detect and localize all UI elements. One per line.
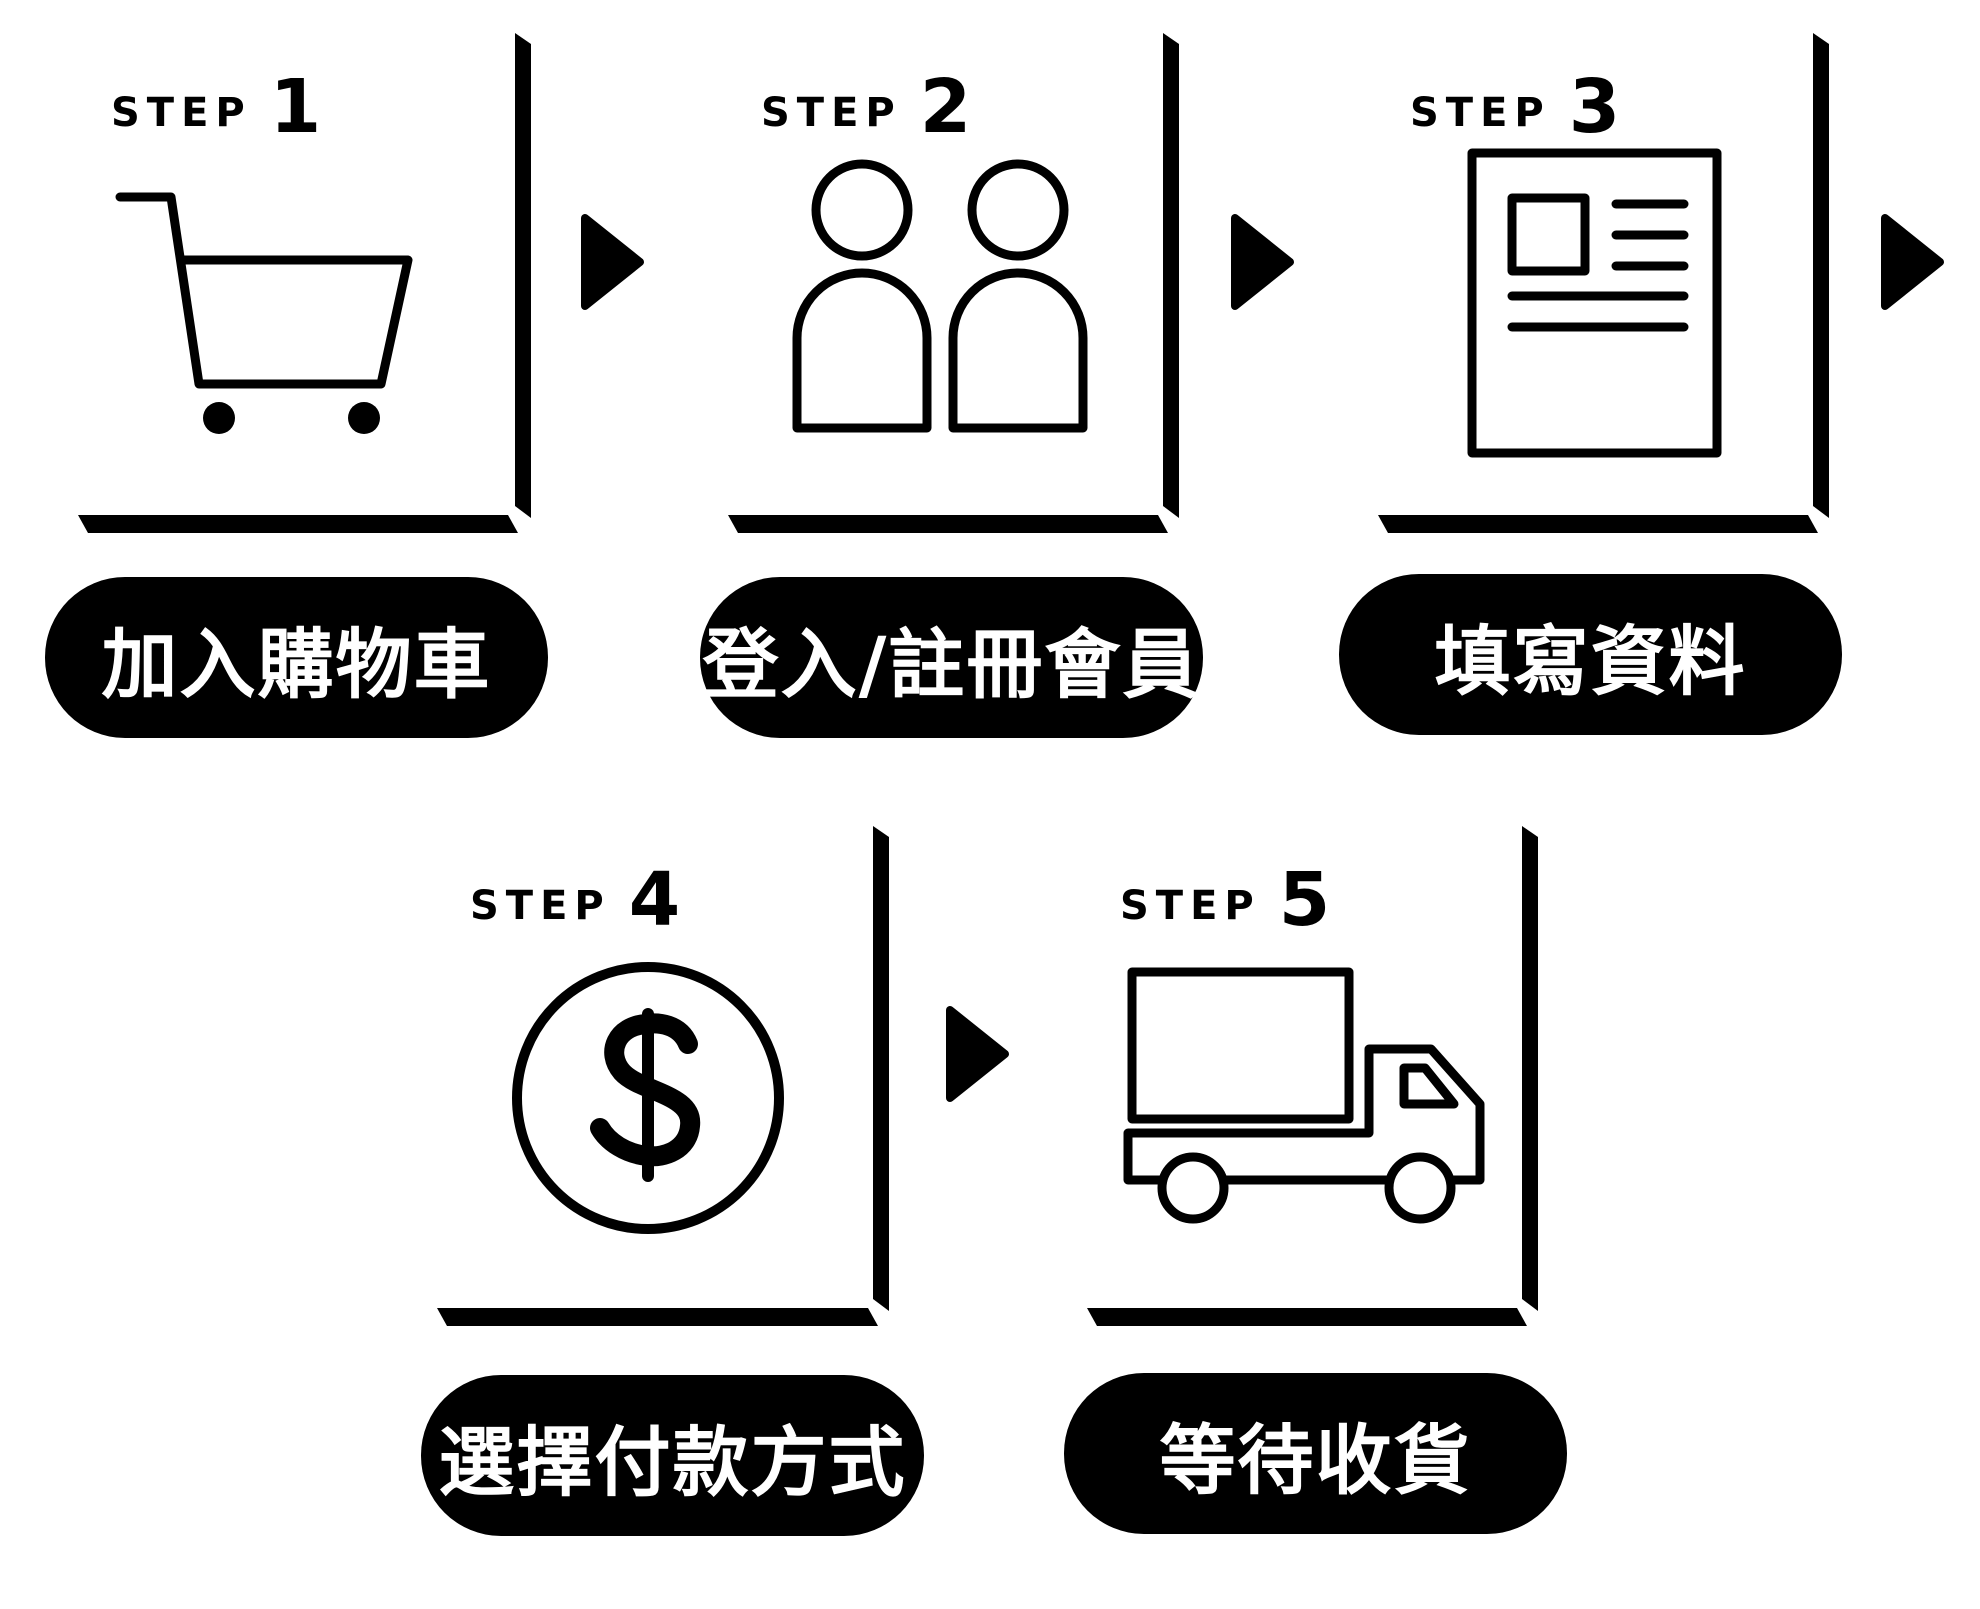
step-3-panel-wall — [1813, 33, 1829, 518]
step-2-panel — [728, 33, 1179, 533]
step-1-word: STEP — [111, 90, 252, 136]
step-4-panel-wall — [873, 826, 889, 1311]
step-4-panel-floor — [437, 1308, 878, 1326]
step-5-pill: 等待收貨 — [1064, 1373, 1567, 1534]
step-4-heading: STEP 4 — [470, 857, 680, 943]
step-5-panel — [1087, 826, 1538, 1326]
step-1-number: 1 — [269, 64, 322, 150]
arrow-2-3 — [1231, 214, 1294, 310]
step-2-number: 2 — [919, 64, 972, 150]
step-1-heading: STEP 1 — [111, 64, 321, 150]
step-2-word: STEP — [761, 90, 902, 136]
form-document-icon — [1467, 148, 1722, 458]
step-2-panel-floor — [728, 515, 1168, 533]
step-5-number: 5 — [1278, 857, 1331, 943]
step-3-number: 3 — [1568, 64, 1621, 150]
step-5-label: 等待收貨 — [1159, 1415, 1472, 1505]
arrow-4-5 — [946, 1006, 1009, 1102]
step-1-pill: 加入購物車 — [45, 577, 548, 738]
step-3-heading: STEP 3 — [1410, 64, 1620, 150]
step-4-label: 選擇付款方式 — [438, 1417, 907, 1507]
step-1-panel — [78, 33, 531, 533]
step-3-panel — [1378, 33, 1829, 533]
step-1-label: 加入購物車 — [101, 619, 492, 709]
step-3-word: STEP — [1410, 90, 1551, 136]
step-4-pill: 選擇付款方式 — [421, 1375, 924, 1536]
step-5-panel-wall — [1522, 826, 1538, 1311]
arrow-3-next — [1881, 214, 1944, 310]
step-2-pill: 登入/註冊會員 — [700, 577, 1203, 738]
step-5-word: STEP — [1120, 883, 1261, 929]
members-icon — [792, 159, 1088, 433]
step-1-panel-wall — [515, 33, 531, 518]
step-2-panel-wall — [1163, 33, 1179, 518]
step-2-heading: STEP 2 — [761, 64, 971, 150]
delivery-truck-icon — [1123, 967, 1485, 1224]
step-4-word: STEP — [470, 883, 611, 929]
arrow-1-2 — [581, 214, 644, 310]
step-4-number: 4 — [628, 857, 681, 943]
step-2-label: 登入/註冊會員 — [702, 619, 1201, 709]
step-4-panel — [437, 826, 889, 1326]
step-5-panel-floor — [1087, 1308, 1527, 1326]
step-5-heading: STEP 5 — [1120, 857, 1330, 943]
step-3-panel-floor — [1378, 515, 1818, 533]
step-3-label: 填寫資料 — [1434, 616, 1747, 706]
dollar-coin-icon — [512, 962, 784, 1234]
shopping-cart-icon — [115, 192, 413, 434]
step-1-panel-floor — [78, 515, 518, 533]
step-3-pill: 填寫資料 — [1339, 574, 1842, 735]
